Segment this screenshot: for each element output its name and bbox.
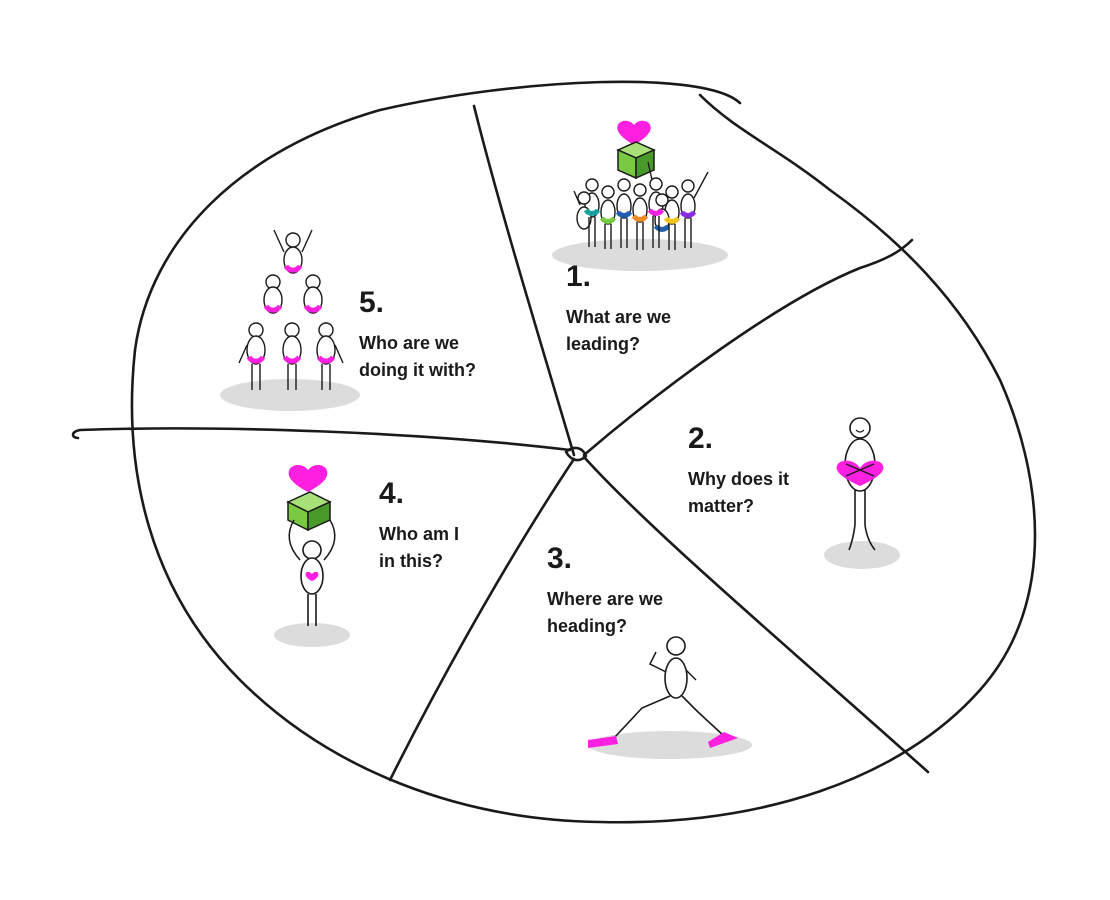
heart-icon	[617, 120, 651, 145]
question-line: Who am I	[379, 524, 459, 544]
walking-person-illustration	[588, 636, 752, 759]
person-with-heart-illustration	[824, 417, 900, 569]
wheel-outline	[130, 80, 1037, 824]
spoke-right	[582, 238, 914, 457]
heart-icon	[836, 460, 884, 486]
person-lifting-box-illustration	[274, 464, 350, 647]
question-line: Who are we	[359, 333, 460, 353]
section-number: 1.	[566, 260, 592, 293]
question-line: in this?	[379, 551, 443, 571]
shadow-blob	[220, 379, 360, 411]
spoke-lower-right	[582, 455, 930, 774]
heart-icon	[305, 571, 319, 581]
section-number: 3.	[547, 542, 573, 575]
spoke-top	[472, 104, 576, 457]
question-line: Why does it	[688, 469, 790, 489]
section-question: What are we leading?	[566, 304, 716, 358]
section-question: Who are we doing it with?	[359, 330, 509, 384]
section-number: 2.	[688, 422, 714, 455]
question-line: Where are we	[547, 589, 664, 609]
section-4: 4. Who am I in this?	[379, 477, 529, 575]
section-question: Who am I in this?	[379, 521, 529, 575]
section-1: 1. What are we leading?	[566, 260, 716, 358]
spoke-left	[71, 427, 572, 452]
question-line: doing it with?	[359, 360, 476, 380]
section-number: 5.	[359, 286, 385, 319]
question-line: matter?	[688, 496, 755, 516]
section-question: Why does it matter?	[688, 466, 838, 520]
section-2: 2. Why does it matter?	[688, 422, 838, 520]
section-question: Where are we heading?	[547, 586, 697, 640]
spoke-bottom	[388, 457, 576, 782]
shadow-blob	[274, 623, 350, 647]
shoe-icon	[708, 732, 738, 748]
crowd-illustration	[552, 120, 728, 271]
shadow-blob	[552, 239, 728, 271]
shadow-blob	[824, 541, 900, 569]
question-line: What are we	[566, 307, 672, 327]
human-pyramid-illustration	[220, 229, 360, 411]
hub	[564, 446, 588, 462]
section-5: 5. Who are we doing it with?	[359, 286, 509, 384]
question-line: heading?	[547, 616, 627, 636]
section-3: 3. Where are we heading?	[547, 542, 697, 640]
heart-icon	[288, 464, 328, 492]
shadow-blob	[588, 731, 752, 759]
shoe-icon	[588, 736, 618, 748]
question-line: leading?	[566, 334, 641, 354]
section-number: 4.	[379, 477, 405, 510]
